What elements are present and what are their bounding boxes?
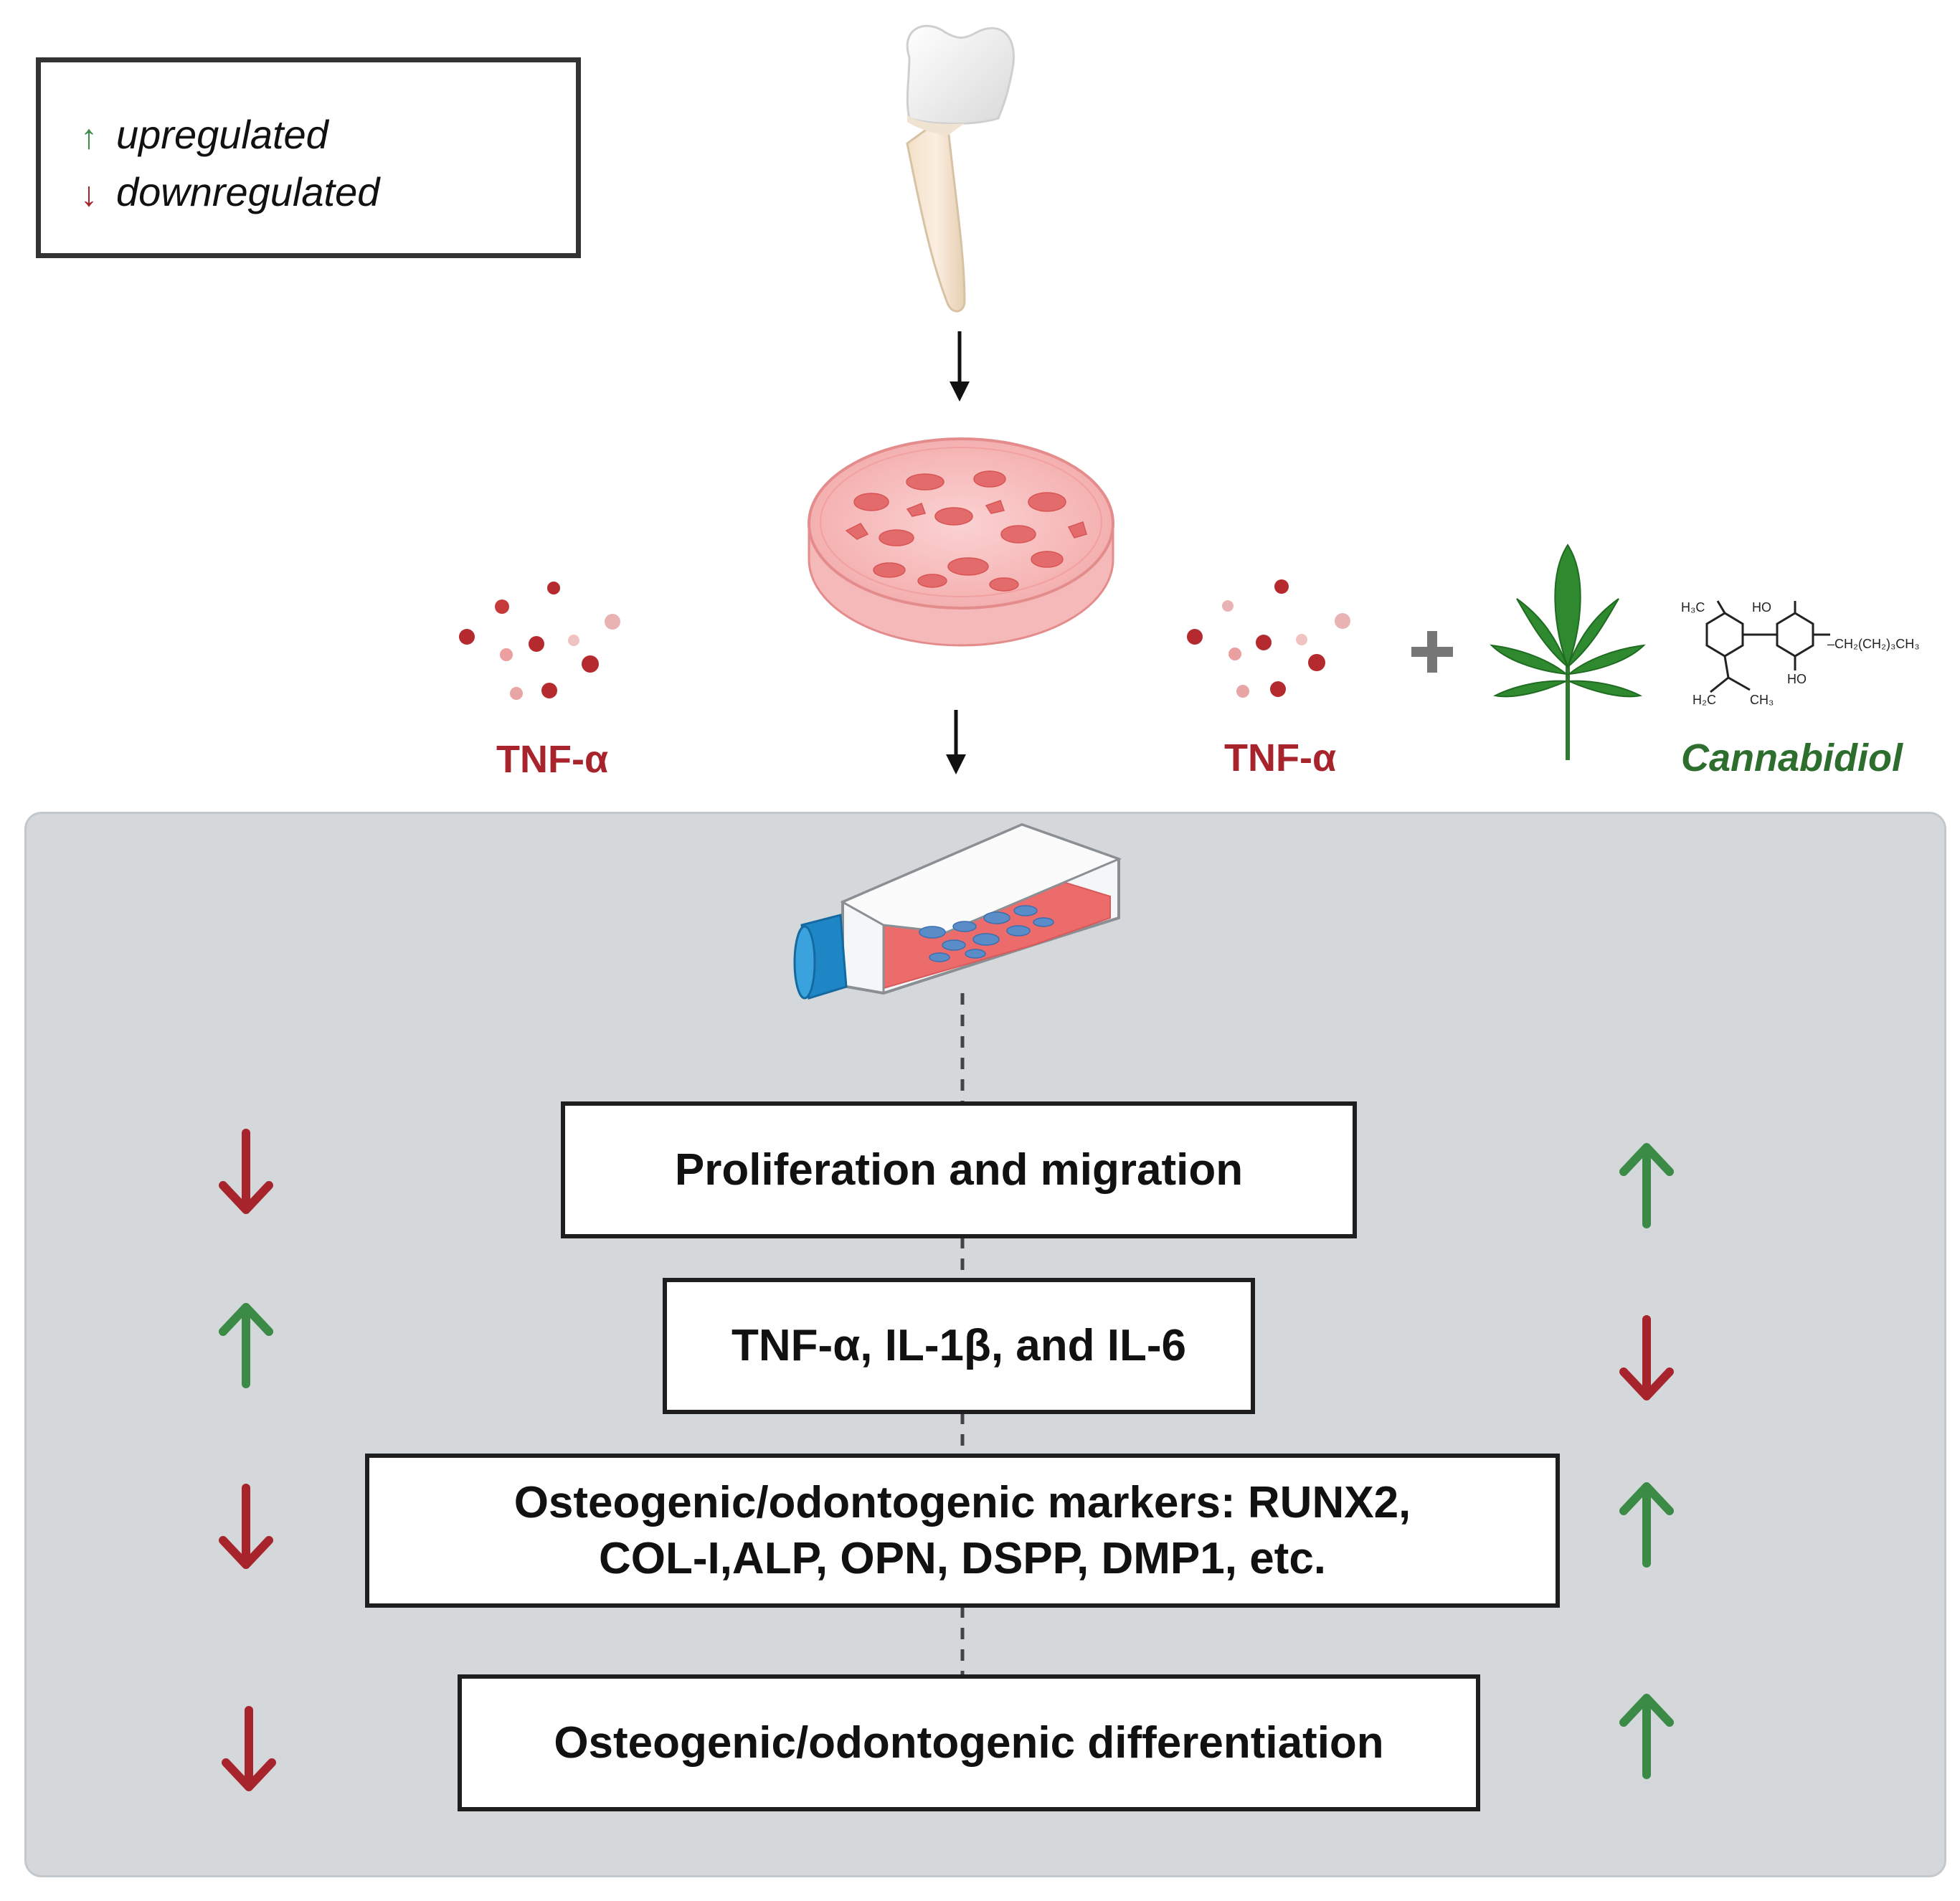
cannabidiol-structure-icon (1705, 600, 1830, 693)
result-box-differentiation: Osteogenic/odontogenic differentiation (458, 1674, 1480, 1811)
legend-up-label: upregulated (116, 112, 328, 157)
legend-down-label: downregulated (116, 169, 380, 214)
legend-down-row: ↓ downregulated (80, 169, 379, 215)
tnf-alpha-dots-left (459, 582, 620, 700)
molecule-label-h3c: H₃C (1681, 600, 1705, 615)
cannabis-leaf-icon (1490, 544, 1646, 760)
result-label-markers-line1: Osteogenic/odontogenic markers: RUNX2, (513, 1478, 1411, 1527)
result-label-cytokines: TNF-α, IL-1β, and IL-6 (732, 1321, 1186, 1371)
molecule-label-ho-top: HO (1752, 600, 1771, 615)
result-box-cytokines: TNF-α, IL-1β, and IL-6 (663, 1278, 1255, 1414)
petri-dish-icon (808, 437, 1114, 647)
legend-up-row: ↑ upregulated (80, 111, 328, 158)
legend-box: ↑ upregulated ↓ downregulated (36, 57, 581, 258)
cannabidiol-label: Cannabidiol (1681, 736, 1903, 779)
arrow-tooth-to-dish (950, 331, 970, 402)
result-box-proliferation: Proliferation and migration (561, 1101, 1357, 1238)
arrow-dish-to-flask (946, 710, 966, 774)
up-arrow-icon: ↑ (80, 118, 98, 156)
down-arrow-icon: ↓ (80, 176, 98, 214)
molecule-label-h2c: H₂C (1692, 693, 1716, 707)
result-box-markers: Osteogenic/odontogenic markers: RUNX2, C… (365, 1454, 1560, 1608)
tnf-alpha-label-right: TNF-α (1224, 736, 1337, 779)
result-label-markers-line2: COL-I,ALP, OPN, DSPP, DMP1, etc. (598, 1533, 1327, 1583)
tnf-alpha-dots-right (1187, 579, 1350, 698)
molecule-label-chain: –CH₂(CH₂)₃CH₃ (1827, 637, 1920, 651)
molecule-label-ho-bottom: HO (1787, 672, 1807, 686)
result-label-differentiation: Osteogenic/odontogenic differentiation (554, 1717, 1384, 1768)
result-label-proliferation: Proliferation and migration (674, 1144, 1244, 1195)
top-illustration-layer: H₃C HO –CH₂(CH₂)₃CH₃ HO H₂C CH₃ (459, 24, 1920, 774)
plus-icon (1411, 631, 1453, 673)
molecule-label-ch3: CH₃ (1750, 693, 1774, 707)
tooth-icon (906, 24, 1015, 313)
tnf-alpha-label-left: TNF-α (496, 738, 609, 781)
